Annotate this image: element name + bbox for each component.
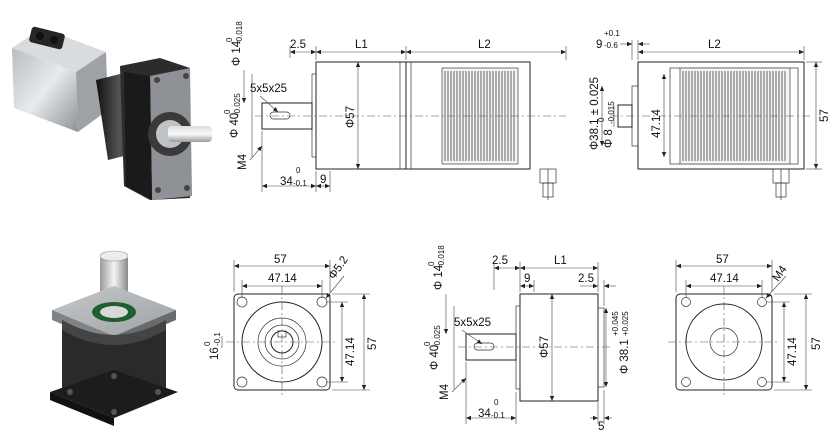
dim-l1-bm: L1 xyxy=(554,255,567,267)
dim-34-bm: 34 xyxy=(478,408,491,420)
side-view-drawing-top-left: 2.5 L1 L2 Φ 14 0 -0.018 5x5x25 Φ 40 0 -0… xyxy=(223,21,567,200)
gearbox-only-photo xyxy=(50,250,178,426)
dim-38-1-bm: Φ 38.1 xyxy=(619,339,631,374)
dim-phi57-bm: Φ57 xyxy=(539,336,551,358)
dim-57-bl: 57 xyxy=(274,254,287,266)
dim-pilot40-top-upper: 0 xyxy=(223,109,232,114)
dim-shaft14-bm: Φ 14 xyxy=(433,264,445,290)
motor-with-gearbox-photo xyxy=(12,26,212,200)
dim-16-bl: 16 xyxy=(209,347,221,360)
dim-57-right: 57 xyxy=(819,109,831,122)
dim-34-bm-lower: -0.1 xyxy=(491,411,505,420)
dim-key-top: 5x5x25 xyxy=(250,83,287,95)
dim-8-right-lower: -0.015 xyxy=(607,101,616,124)
dim-34-top-lower: -0.1 xyxy=(293,179,307,188)
dim-pilot40-bm-lower: -0.025 xyxy=(433,325,442,348)
dim-shaft14-top-upper: 0 xyxy=(225,37,234,42)
dim-8-right-upper: 0 xyxy=(597,117,606,122)
dim-phi57-top: Φ57 xyxy=(345,106,357,128)
dim-47-14-right: 47.14 xyxy=(651,109,663,138)
dim-16-bl-upper: 0 xyxy=(203,341,212,346)
dim-9-top: 9 xyxy=(320,174,326,186)
dim-57-br-side: 57 xyxy=(811,337,823,350)
dim-l1-top: L1 xyxy=(355,39,368,51)
dim-47-14-bl-side: 47.14 xyxy=(345,337,357,366)
dim-34-top: 34 xyxy=(280,176,293,188)
dim-2-5-bm-left: 2.5 xyxy=(492,255,508,267)
dim-38-1-bm-lower: +0.025 xyxy=(621,311,630,336)
dim-phi5-2-bl: Φ5.2 xyxy=(327,254,351,282)
gearbox-side-view-bottom-middle: 2.5 L1 9 2.5 Φ 14 0 -0.018 5x5x25 Φ 40 0… xyxy=(423,245,631,433)
dim-2-5-bm-right: 2.5 xyxy=(578,273,594,285)
dim-pilot40-bm-upper: 0 xyxy=(423,341,432,346)
dim-shaft14-top: Φ 14 xyxy=(231,40,243,66)
dim-pilot40-bm: Φ 40 xyxy=(429,345,441,370)
dim-shaft14-top-lower: -0.018 xyxy=(235,21,244,44)
dim-8-right: Φ 8 xyxy=(603,129,615,148)
dim-pilot40-top: Φ 40 xyxy=(229,113,241,138)
dim-38-1-right: Φ38.1 ± 0.025 xyxy=(589,77,601,150)
motor-side-view-drawing-top-right: 9 +0.1 -0.6 L2 Φ38.1 ± 0.025 Φ 8 0 -0.01… xyxy=(589,29,831,200)
dim-16-bl-lower: -0.1 xyxy=(213,332,222,346)
dim-9-right-lower: -0.6 xyxy=(604,41,618,50)
dim-shaft14-bm-upper: 0 xyxy=(427,261,436,266)
dim-m4-bm: M4 xyxy=(439,383,451,400)
dim-57-bl-side: 57 xyxy=(367,337,379,350)
dim-34-top-upper: 0 xyxy=(296,166,301,175)
dim-47-14-br-side: 47.14 xyxy=(787,337,799,366)
dim-47-14-br-top: 47.14 xyxy=(710,273,739,285)
dim-shaft14-bm-lower: -0.018 xyxy=(437,245,446,268)
dim-38-1-bm-upper: +0.045 xyxy=(611,311,620,336)
dim-57-br: 57 xyxy=(716,254,729,266)
dim-9-right-upper: +0.1 xyxy=(604,29,620,38)
dim-l2-right: L2 xyxy=(708,39,721,51)
gearbox-rear-view-bottom-right: 57 47.14 M4 47.14 57 xyxy=(668,254,823,398)
dim-m4-top: M4 xyxy=(237,153,249,170)
dim-47-14-bl-top: 47.14 xyxy=(268,273,297,285)
dim-9-right: 9 xyxy=(596,39,602,51)
dim-5-bm: 5 xyxy=(598,421,604,433)
dim-2-5-top: 2.5 xyxy=(290,39,306,51)
dim-34-bm-upper: 0 xyxy=(494,398,499,407)
dim-l2-top: L2 xyxy=(478,39,491,51)
dim-9-bm: 9 xyxy=(524,273,530,285)
dim-m4-br: M4 xyxy=(771,263,790,283)
gearbox-front-view-bottom-left: 57 47.14 Φ5.2 16 0 -0.1 47.14 57 xyxy=(203,254,379,398)
dim-key-bm: 5x5x25 xyxy=(454,317,491,329)
dim-pilot40-top-lower: -0.025 xyxy=(233,93,242,116)
